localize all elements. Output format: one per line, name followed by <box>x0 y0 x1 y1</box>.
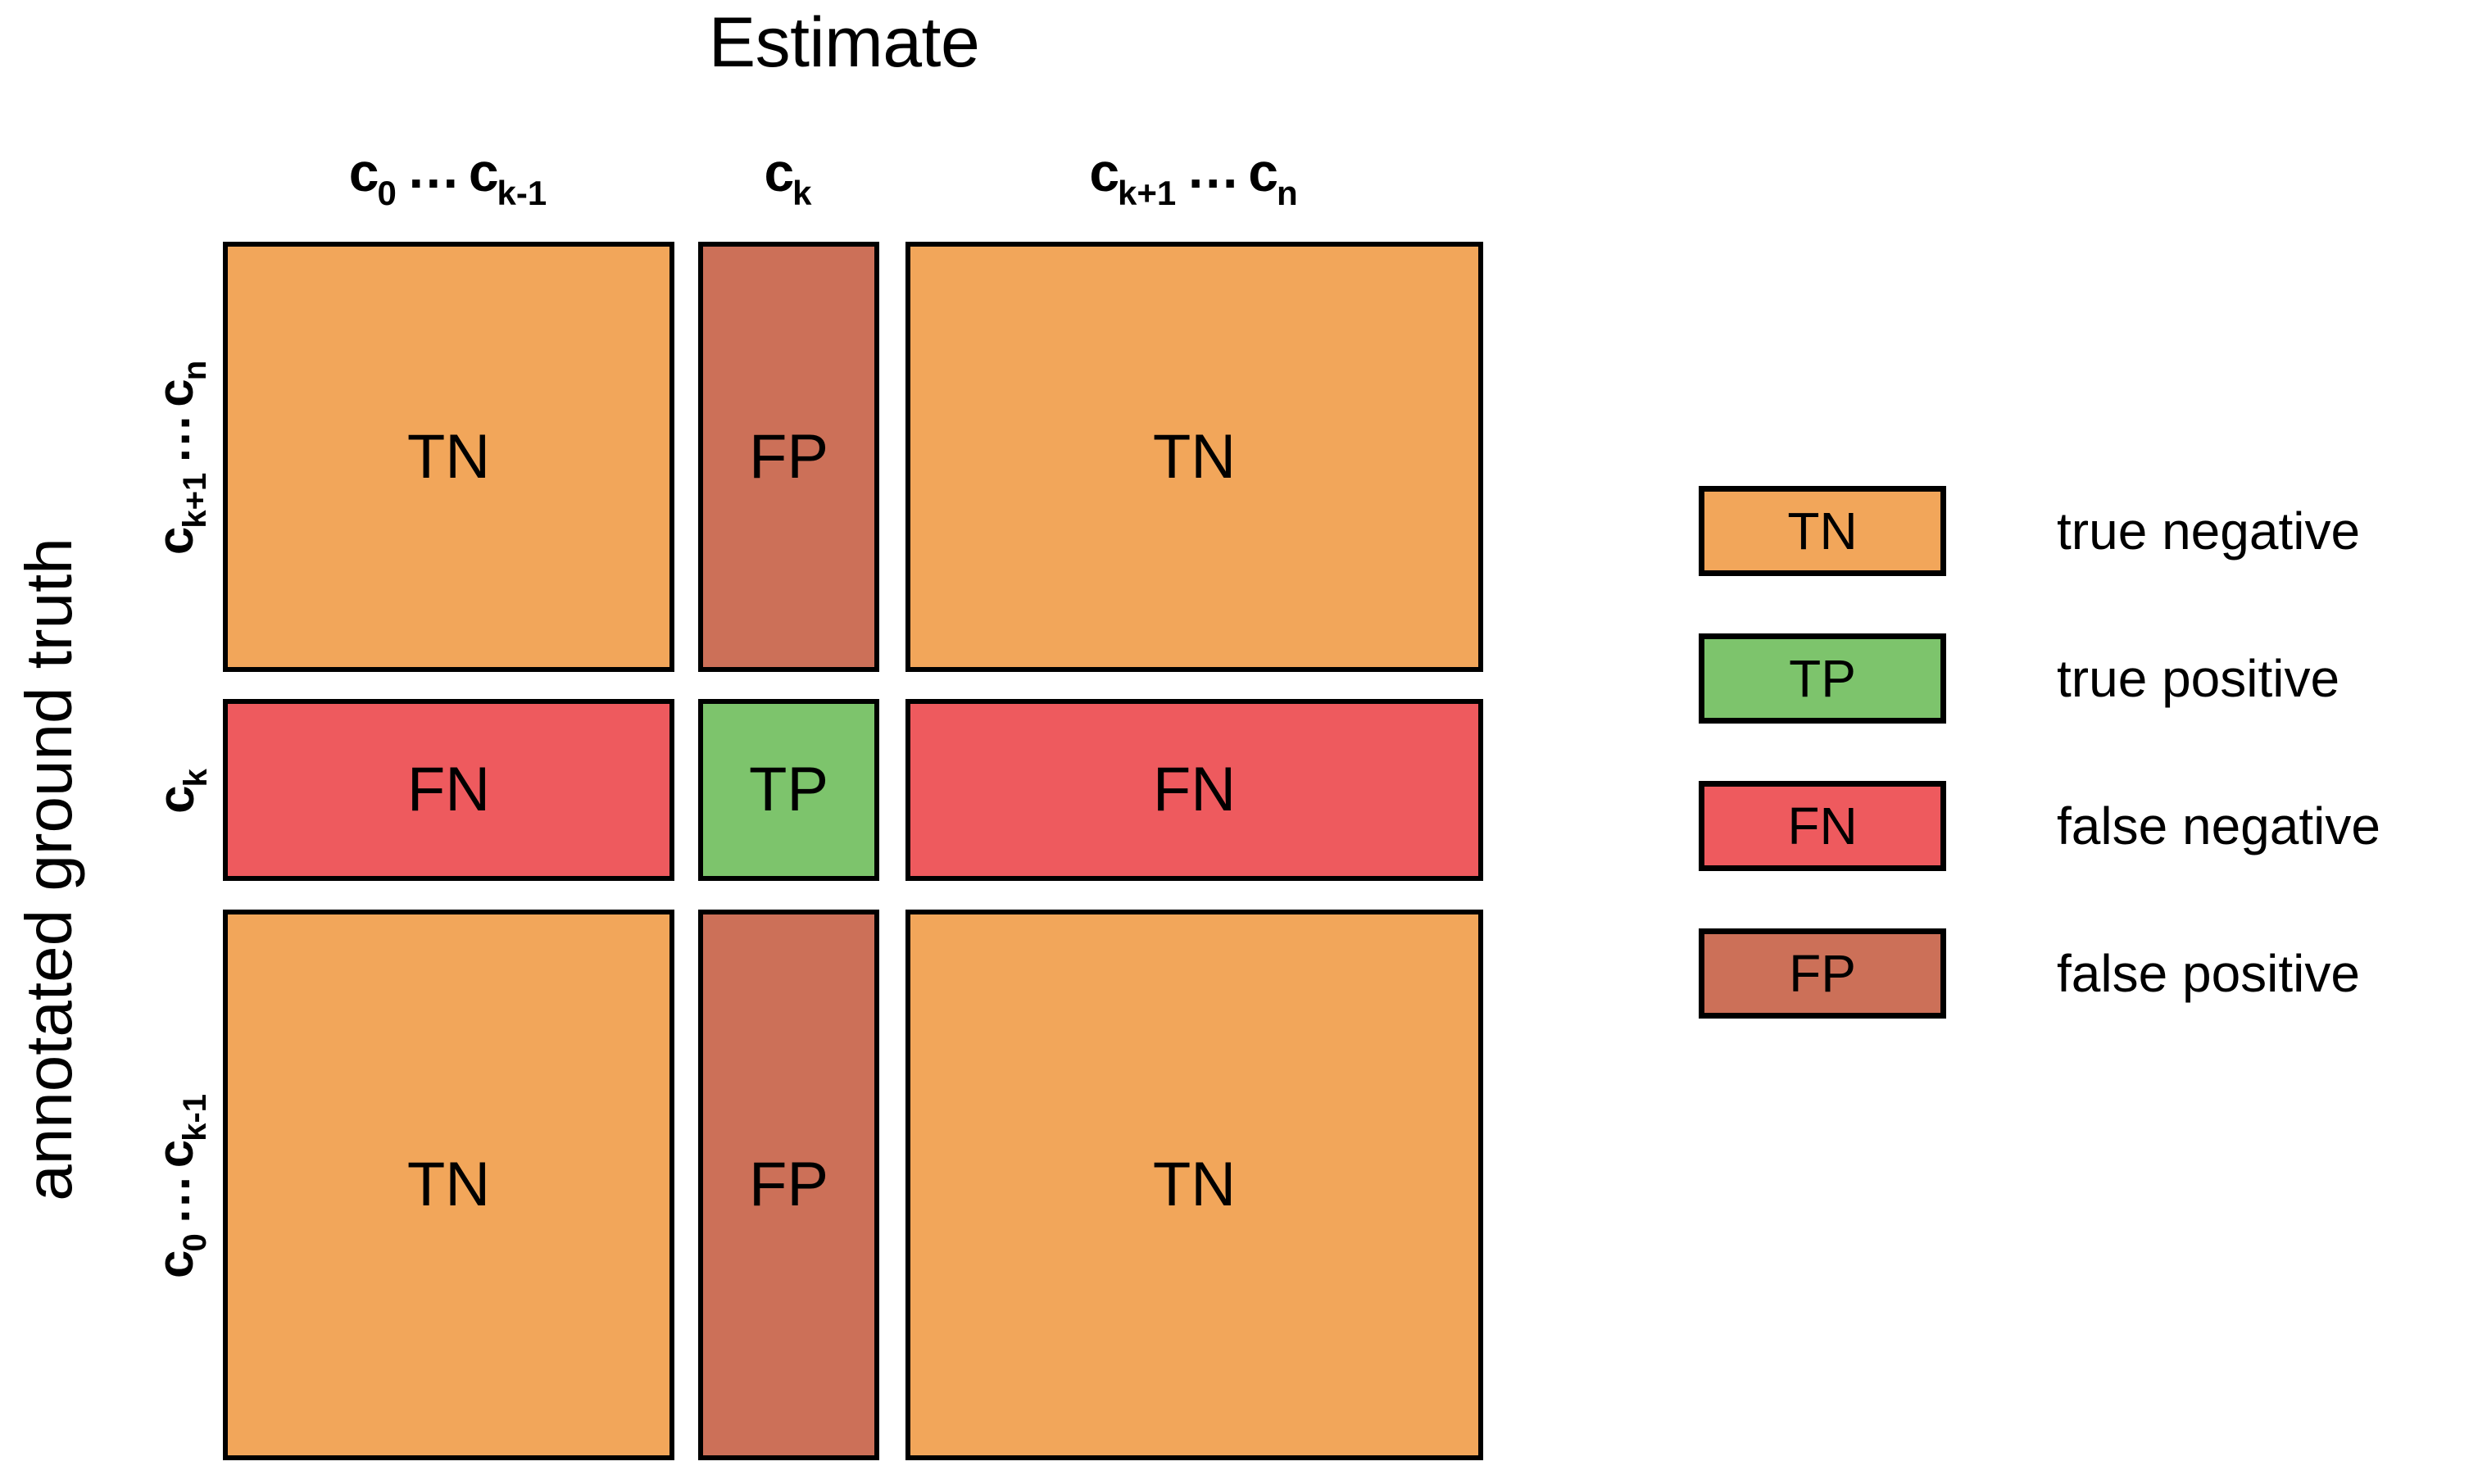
row-header-target-text: ck <box>147 768 214 814</box>
x-axis-title: Estimate <box>708 3 980 82</box>
row-header-low-text: c0…ck-1 <box>144 1093 214 1278</box>
row-header-target: ck <box>131 699 221 881</box>
column-header-low: c0…ck-1 <box>223 123 674 221</box>
matrix-cell-r0c0: TN <box>223 242 674 672</box>
row-header-high: ck+1…cn <box>131 242 221 672</box>
column-header-target-text: ck <box>764 142 812 212</box>
legend-label-tp: true positive <box>2057 649 2340 708</box>
column-header-target: ck <box>698 123 879 221</box>
matrix-cell-r1c1: TP <box>698 699 879 881</box>
column-header-high: ck+1…cn <box>905 123 1483 221</box>
legend-swatch-fp: FP <box>1699 928 1946 1019</box>
legend-swatch-fn: FN <box>1699 781 1946 871</box>
legend-item-fn: FN false negative <box>1699 781 2436 871</box>
column-header-low-text: c0…ck-1 <box>348 138 547 212</box>
matrix-cell-r0c2: TN <box>905 242 1483 672</box>
y-axis-title: annotated ground truth <box>12 538 85 1201</box>
matrix-cell-r1c2: FN <box>905 699 1483 881</box>
matrix-cell-r0c1: FP <box>698 242 879 672</box>
legend-item-tn: TN true negative <box>1699 486 2436 576</box>
legend-label-fn: false negative <box>2057 796 2380 855</box>
legend-label-tn: true negative <box>2057 501 2361 560</box>
matrix-cell-r2c1: FP <box>698 910 879 1460</box>
legend-swatch-tn: TN <box>1699 486 1946 576</box>
legend-item-fp: FP false positive <box>1699 928 2436 1019</box>
matrix-cell-r2c0: TN <box>223 910 674 1460</box>
legend-item-tp: TP true positive <box>1699 633 2436 724</box>
row-header-high-text: ck+1…cn <box>144 360 214 556</box>
legend-label-fp: false positive <box>2057 944 2360 1003</box>
row-header-low: c0…ck-1 <box>131 910 221 1460</box>
column-header-high-text: ck+1…cn <box>1089 138 1298 212</box>
matrix-cell-r1c0: FN <box>223 699 674 881</box>
matrix-cell-r2c2: TN <box>905 910 1483 1460</box>
legend-swatch-tp: TP <box>1699 633 1946 724</box>
